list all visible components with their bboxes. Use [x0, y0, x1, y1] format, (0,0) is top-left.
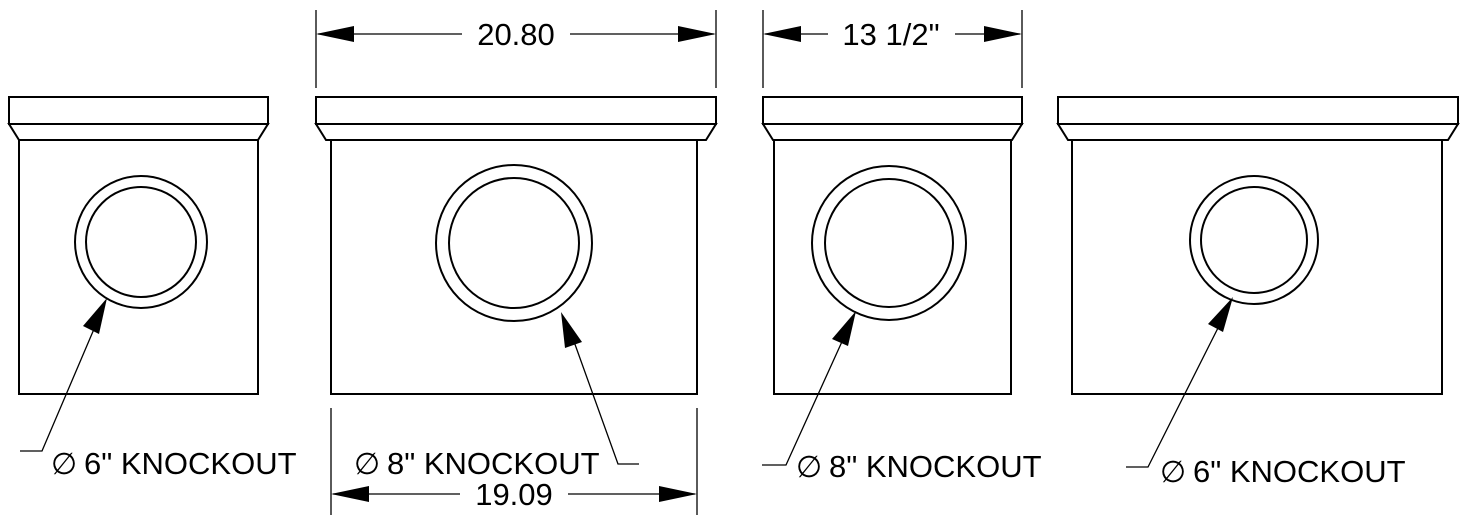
- knockout-1-outer: [74, 175, 208, 309]
- box-1-body: [18, 139, 259, 395]
- leader-line: [20, 321, 98, 452]
- knockout-1-inner: [85, 186, 197, 298]
- knockout-2-inner: [448, 177, 580, 309]
- box-3-body: [773, 139, 1012, 395]
- knockout-2-outer: [435, 164, 593, 322]
- box-1-lid-flange: [7, 123, 270, 141]
- knockout-4-outer: [1189, 175, 1319, 305]
- leader-arrowhead: [832, 311, 856, 346]
- box-4-lid: [1057, 96, 1459, 125]
- dimension-top-width: 20.80: [315, 10, 717, 88]
- leader-line: [571, 335, 639, 465]
- diameter-symbol: ∅: [1160, 455, 1186, 490]
- arrowhead-left: [331, 486, 369, 502]
- box-2-body: [330, 139, 698, 395]
- diameter-symbol: ∅: [354, 447, 380, 482]
- arrowhead-left: [316, 26, 354, 42]
- diameter-symbol: ∅: [796, 450, 822, 485]
- dimension-side-width: 13 1/2": [762, 10, 1023, 88]
- callout-3: ∅ 8" KNOCKOUT: [762, 311, 1042, 485]
- leader-line: [1126, 319, 1223, 468]
- callout-2: ∅ 8" KNOCKOUT: [354, 312, 639, 482]
- box-view-4: [1056, 96, 1460, 395]
- box-view-3: [761, 96, 1024, 395]
- box-view-2: [314, 96, 718, 395]
- dimension-label-top-width: 20.80: [477, 17, 555, 52]
- box-4-body: [1071, 139, 1443, 395]
- knockout-3-outer: [811, 165, 967, 321]
- callout-label-1: 6" KNOCKOUT: [84, 446, 297, 481]
- callout-4: ∅ 6" KNOCKOUT: [1126, 297, 1406, 490]
- dimension-label-side-width: 13 1/2": [842, 17, 939, 52]
- box-2-lid: [315, 96, 717, 125]
- arrowhead-right: [659, 486, 697, 502]
- arrowhead-right: [984, 26, 1022, 42]
- box-view-1: [7, 96, 270, 395]
- callout-label-3: 8" KNOCKOUT: [829, 449, 1042, 484]
- leader-line: [762, 334, 846, 466]
- box-4-lid-flange: [1056, 123, 1460, 141]
- dimension-label-bottom-width: 19.09: [475, 477, 553, 512]
- knockout-4-inner: [1200, 186, 1308, 294]
- dimension-bottom-width: 19.09: [330, 408, 698, 515]
- leader-arrowhead: [83, 298, 107, 334]
- callout-1: ∅ 6" KNOCKOUT: [20, 298, 297, 482]
- leader-arrowhead: [561, 312, 582, 348]
- box-3-lid: [762, 96, 1023, 125]
- box-2-lid-flange: [314, 123, 718, 141]
- box-3-lid-flange: [761, 123, 1024, 141]
- arrowhead-right: [678, 26, 716, 42]
- diameter-symbol: ∅: [51, 447, 77, 482]
- box-1-lid: [8, 96, 269, 125]
- arrowhead-left: [763, 26, 801, 42]
- callout-label-2: 8" KNOCKOUT: [387, 446, 600, 481]
- leader-arrowhead: [1208, 297, 1233, 332]
- knockout-3-inner: [824, 178, 954, 308]
- callout-label-4: 6" KNOCKOUT: [1193, 454, 1406, 489]
